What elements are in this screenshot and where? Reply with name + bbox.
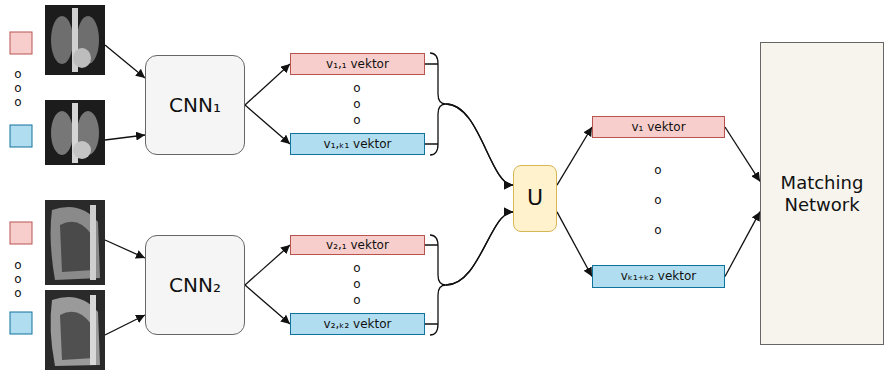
node-text: vₖ₁₊ₖ₂ vektor <box>621 269 697 283</box>
input-arrow <box>105 240 145 258</box>
arrow-connector <box>425 212 513 324</box>
ellipsis-dots: o o o <box>350 80 364 128</box>
arrow-connector <box>245 105 290 144</box>
node-text: U <box>527 185 543 211</box>
node-text: v₁,ₖ₁ vektor <box>324 137 392 151</box>
color-square <box>10 125 32 147</box>
ellipsis-dots: o o o <box>11 258 25 300</box>
vector-box: v₁,ₖ₁ vektor <box>290 133 425 155</box>
curly-brace <box>430 53 446 155</box>
curly-brace <box>430 235 446 335</box>
node-text: CNN₁ <box>169 93 221 117</box>
xray-image <box>45 200 105 285</box>
arrow-connector <box>557 212 592 277</box>
arrow-connector <box>425 64 513 185</box>
input-arrow <box>105 135 145 140</box>
vector-box: vₖ₁₊ₖ₂ vektor <box>592 265 725 288</box>
arrow-connector <box>725 127 760 181</box>
xray-image <box>45 100 105 165</box>
node-text: Matching Network <box>773 172 871 215</box>
color-square <box>10 312 32 334</box>
cnn-box: CNN₁ <box>145 55 245 155</box>
vector-box: v₁,₁ vektor <box>290 53 425 75</box>
color-square <box>10 222 32 244</box>
arrow-connector <box>557 127 592 185</box>
union-box: U <box>513 165 557 232</box>
cnn-box: CNN₂ <box>145 235 245 335</box>
vector-box: v₂,₁ vektor <box>290 235 425 255</box>
arrow-connector <box>725 212 760 277</box>
arrow-connector <box>245 64 290 105</box>
node-text: CNN₂ <box>169 273 221 297</box>
node-text: v₁,₁ vektor <box>326 57 389 71</box>
xray-image <box>45 5 105 75</box>
ellipsis-dots: o o o <box>651 155 665 245</box>
arrow-connector <box>425 104 513 185</box>
arrow-connector <box>245 245 290 285</box>
ellipsis-dots: o o o <box>11 67 25 109</box>
arrow-connector <box>425 212 513 285</box>
arrow-connector <box>245 285 290 324</box>
ellipsis-dots: o o o <box>350 260 364 308</box>
input-arrow <box>105 45 145 78</box>
vector-box: v₂,ₖ₂ vektor <box>290 313 425 335</box>
color-square <box>10 32 32 54</box>
xray-image <box>45 290 105 370</box>
network-box: Matching Network <box>760 42 884 345</box>
node-text: v₂,ₖ₂ vektor <box>324 317 392 331</box>
node-text: v₂,₁ vektor <box>326 238 389 252</box>
input-arrow <box>105 315 145 335</box>
node-text: v₁ vektor <box>631 120 685 134</box>
vector-box: v₁ vektor <box>592 116 725 138</box>
